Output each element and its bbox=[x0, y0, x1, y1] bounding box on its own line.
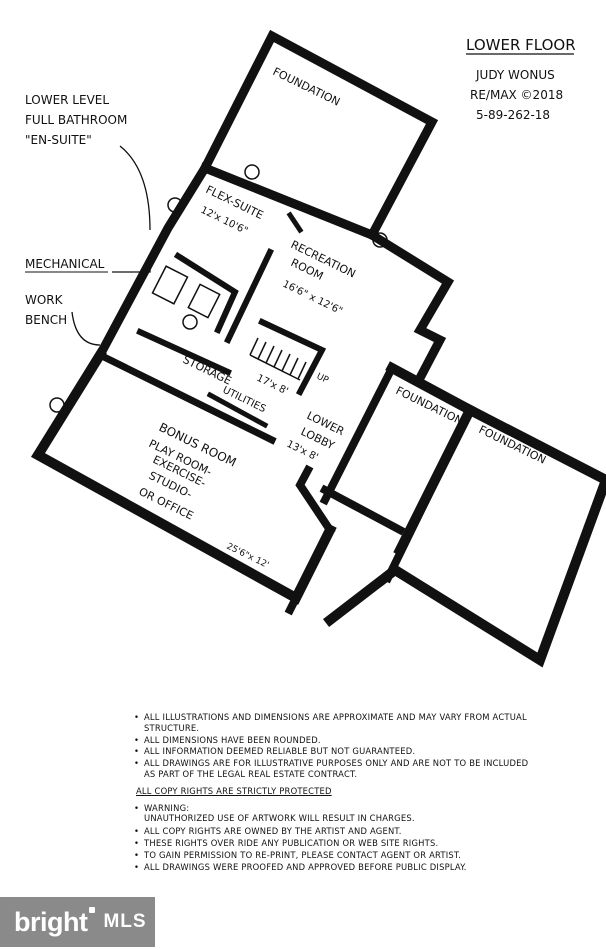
note-illustrative: ALL DRAWINGS ARE FOR ILLUSTRATIVE PURPOS… bbox=[132, 758, 532, 780]
brightmls-watermark: bright MLS bbox=[0, 897, 155, 947]
right-foundation-walls bbox=[322, 403, 606, 668]
stairs bbox=[249, 337, 307, 381]
bonus-room-walls bbox=[30, 348, 337, 605]
mid-foundation-bottom bbox=[319, 484, 406, 536]
rights-proofed: ALL DRAWINGS WERE PROOFED AND APPROVED B… bbox=[132, 862, 532, 873]
note-approximate: ALL ILLUSTRATIONS AND DIMENSIONS ARE APP… bbox=[132, 712, 532, 734]
work-callout-1: WORK bbox=[25, 293, 64, 307]
foundation-top-walls bbox=[198, 29, 439, 242]
walls bbox=[30, 29, 606, 668]
copyright-heading: ALL COPY RIGHTS ARE STRICTLY PROTECTED bbox=[136, 785, 332, 796]
rec-right-walls bbox=[365, 228, 455, 385]
disclaimer-notes: ALL ILLUSTRATIONS AND DIMENSIONS ARE APP… bbox=[132, 712, 532, 873]
tub bbox=[151, 265, 189, 305]
warning-text: UNAUTHORIZED USE OF ARTWORK WILL RESULT … bbox=[144, 813, 415, 824]
rec-divider bbox=[286, 211, 304, 234]
utility-box bbox=[187, 283, 221, 319]
author-name: JUDY WONUS bbox=[475, 68, 555, 82]
lobby-bottom bbox=[284, 592, 302, 616]
watermark-dot bbox=[89, 907, 96, 913]
watermark-suffix: MLS bbox=[103, 911, 147, 932]
mechanical-callout: MECHANICAL bbox=[25, 257, 105, 271]
callout-leaders bbox=[71, 145, 151, 346]
storage-partition bbox=[136, 328, 232, 376]
note-rounded: ALL DIMENSIONS HAVE BEEN ROUNDED. bbox=[132, 735, 532, 746]
bonus-top-wall bbox=[95, 350, 277, 445]
utilities-wall bbox=[206, 391, 269, 429]
stair-walls bbox=[258, 318, 327, 397]
rights-override: THESE RIGHTS OVER RIDE ANY PUBLICATION O… bbox=[132, 838, 532, 849]
flex-top-wall bbox=[199, 162, 378, 241]
title-text: LOWER FLOOR JUDY WONUS RE/MAX ©2018 5-89… bbox=[466, 36, 576, 122]
right-foundation-inner bbox=[382, 404, 476, 584]
warning-heading: WARNING: bbox=[132, 803, 532, 814]
door-swing-2 bbox=[372, 232, 388, 248]
label-storage-dims: 17'x 8' bbox=[255, 373, 290, 398]
rights-permission: TO GAIN PERMISSION TO RE-PRINT, PLEASE C… bbox=[132, 850, 532, 861]
mid-foundation-left bbox=[319, 362, 398, 506]
rec-partition bbox=[224, 248, 274, 344]
callout-labels: LOWER LEVEL FULL BATHROOM "EN-SUITE" MEC… bbox=[25, 93, 127, 327]
brokerage: RE/MAX ©2018 bbox=[470, 88, 563, 102]
label-utilities: UTILITIES bbox=[221, 385, 268, 415]
label-up: UP bbox=[315, 372, 331, 387]
door-swing-1 bbox=[244, 164, 260, 180]
door-swing-4 bbox=[49, 397, 65, 413]
watermark-brand: bright bbox=[14, 906, 88, 937]
water-heater bbox=[182, 314, 198, 330]
plan-title: LOWER FLOOR bbox=[466, 36, 576, 54]
note-reliable: ALL INFORMATION DEEMED RELIABLE BUT NOT … bbox=[132, 746, 532, 757]
rights-owned: ALL COPY RIGHTS ARE OWNED BY THE ARTIST … bbox=[132, 826, 532, 837]
flex-partition bbox=[173, 251, 239, 334]
lobby-walls bbox=[295, 464, 336, 536]
bathroom-callout-3: "EN-SUITE" bbox=[25, 133, 92, 147]
work-callout-2: BENCH bbox=[25, 313, 67, 327]
bathroom-callout-1: LOWER LEVEL bbox=[25, 93, 109, 107]
bathroom-callout-2: FULL BATHROOM bbox=[25, 113, 127, 127]
left-exterior-wall bbox=[93, 161, 212, 362]
door-swing-3 bbox=[167, 197, 183, 213]
label-rec-dims: 16'6" x 12'6" bbox=[281, 279, 344, 317]
fixtures bbox=[49, 164, 388, 413]
drawing-date: 5-89-262-18 bbox=[476, 108, 550, 122]
